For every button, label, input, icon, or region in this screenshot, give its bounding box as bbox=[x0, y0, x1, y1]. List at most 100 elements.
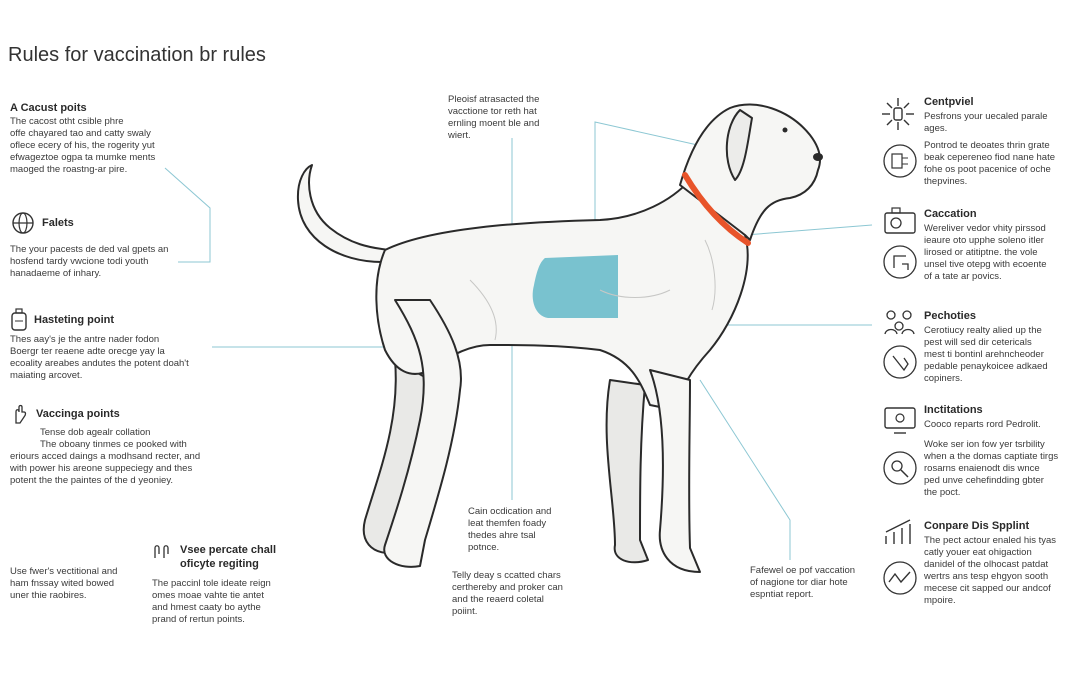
dog-back-patch bbox=[532, 255, 618, 318]
right-block-1-line: ages. bbox=[924, 123, 948, 134]
bottom-left-block: Vsee percate chall oficyte regiting The … bbox=[152, 540, 302, 626]
left-block-2-heading: Falets bbox=[42, 217, 74, 229]
monitor-icon bbox=[884, 407, 916, 434]
caption-line: Telly deay s ccatted chars bbox=[452, 570, 561, 581]
group-icon bbox=[884, 310, 915, 335]
leader-line-right-collar bbox=[744, 224, 873, 236]
left-block-3-line: Thes aay's je the antre nader fodon bbox=[10, 334, 160, 345]
left-block-1-heading: A Cacust poits bbox=[10, 102, 87, 114]
caption-line: ernling moent ble and bbox=[448, 118, 540, 129]
hand-icon bbox=[15, 404, 27, 424]
bottom-left-heading: Vsee percate chall bbox=[180, 544, 277, 556]
left-block-5-line: Use fwer's vectitional and bbox=[10, 566, 118, 577]
form-icon bbox=[883, 144, 917, 178]
caption-line: thedes ahre tsal bbox=[468, 530, 536, 541]
right-block-4: Pechoties Cerotiucy realty alied up the … bbox=[924, 310, 1074, 385]
right-block-3-line: of a tate ar povics. bbox=[924, 271, 1002, 282]
camera-icon bbox=[884, 207, 916, 234]
left-block-4-line: with power his areone suppeciegy and the… bbox=[10, 463, 193, 474]
leader-line-top-left bbox=[164, 167, 211, 263]
left-block-2: Falets The your pacests de ded val gpets… bbox=[10, 210, 190, 280]
right-block-6-line: mecese cit sapped our andcof bbox=[924, 583, 1051, 594]
right-block-5-line: the poct. bbox=[924, 487, 961, 498]
right-block-4-line: pedable penaykoicee adkaed bbox=[924, 361, 1048, 372]
caption-line: potnce. bbox=[468, 542, 500, 553]
right-block-4-line: copiners. bbox=[924, 373, 963, 384]
right-block-1-heading: Centpviel bbox=[924, 96, 974, 108]
right-block-6-line: wertrs ans tesp ehgyon sooth bbox=[924, 571, 1049, 582]
right-block-2-line: thepvines. bbox=[924, 176, 968, 187]
right-block-6: Conpare Dis Spplint The pect actour enal… bbox=[924, 520, 1074, 607]
right-block-5-line: Woke ser ion fow yer tsrbility bbox=[924, 439, 1045, 450]
right-block-6-line: catly youer eat ohigaction bbox=[924, 547, 1032, 558]
caption-line: certhereby and proker can bbox=[452, 582, 563, 593]
left-block-5-line: uner thie raobires. bbox=[10, 590, 87, 601]
arrow-icon bbox=[883, 245, 917, 279]
bottom-left-line: omes moae vahte tie antet bbox=[152, 590, 264, 601]
left-block-2-line: hosfend tardy vwcione todi youth bbox=[10, 256, 149, 267]
bottom-left-line: The paccinl tole ideate reign bbox=[152, 578, 271, 589]
left-block-4-heading: Vaccinga points bbox=[36, 408, 120, 420]
right-block-5: Inctitations Cooco reparts rord Pedrolit… bbox=[924, 404, 1074, 499]
left-block-1-line: The cacost otht csible phre bbox=[10, 116, 124, 127]
dog-head bbox=[679, 103, 821, 241]
center-bottom-caption: Telly deay s ccatted chars certhereby an… bbox=[452, 570, 582, 618]
caption-line: of nagione tor diar hote bbox=[750, 577, 848, 588]
trend-icon bbox=[883, 561, 917, 595]
left-block-3: Hasteting point Thes aay's je the antre … bbox=[10, 308, 200, 382]
caption-line: and the reaerd coletal bbox=[452, 594, 544, 605]
left-block-5: Use fwer's vectitional and ham fnssay wi… bbox=[10, 566, 150, 602]
left-block-1-line: efwageztoe ogpa ta mumke ments bbox=[10, 152, 156, 163]
center-right-caption: Fafewel oe pof vaccation of nagione tor … bbox=[750, 565, 880, 601]
globe-icon bbox=[12, 212, 34, 234]
left-block-1-line: oflece ecery of his, the rogerity yut bbox=[10, 140, 155, 151]
left-block-1: A Cacust poits The cacost otht csible ph… bbox=[10, 102, 180, 176]
right-block-5-line: ped unve cehefindding gbter bbox=[924, 475, 1044, 486]
left-block-4-line: The oboany tinmes ce pooked with bbox=[40, 439, 187, 450]
dog-eye bbox=[782, 127, 788, 133]
caption-line: Cain ocdication and bbox=[468, 506, 552, 517]
leader-line-leg bbox=[699, 379, 791, 560]
caption-line: espntiat report. bbox=[750, 589, 814, 600]
right-block-3: Caccation Wereliver vedor vhity pirssod … bbox=[924, 208, 1074, 283]
right-block-3-line: lirosed or atitiptne. the vole bbox=[924, 247, 1038, 258]
right-block-6-line: The pect actour enaled his tyas bbox=[924, 535, 1057, 546]
chart-icon bbox=[885, 519, 911, 544]
note-icon bbox=[883, 345, 917, 379]
right-block-4-heading: Pechoties bbox=[924, 310, 976, 322]
left-block-3-line: ecoality areabes andutes the potent doah… bbox=[10, 358, 189, 369]
left-block-4-line: potent the the paintes of the d yeoniey. bbox=[10, 475, 174, 486]
right-block-5-line: rosarns enaienodt dis wnce bbox=[924, 463, 1040, 474]
hands-icon bbox=[154, 545, 169, 558]
right-block-6-line: danidel of the olhocast patdat bbox=[924, 559, 1049, 570]
caption-line: Pleoisf atrasacted the bbox=[448, 94, 540, 105]
right-block-6-heading: Conpare Dis Spplint bbox=[924, 520, 1030, 532]
dog-tail bbox=[296, 164, 391, 263]
page-title: Rules for vaccination br rules bbox=[8, 44, 266, 66]
dog-near-front-leg bbox=[649, 369, 701, 573]
left-block-3-heading: Hasteting point bbox=[34, 314, 115, 326]
caption-line: vacctione tor reth hat bbox=[448, 106, 537, 117]
right-block-2-line: fohe os poot pacenice of oche bbox=[924, 164, 1051, 175]
dog-near-hind-leg bbox=[383, 299, 462, 568]
dog-illustration bbox=[296, 103, 823, 573]
right-block-4-line: pest will sed dir cetericals bbox=[924, 337, 1032, 348]
right-block-6-line: mpoire. bbox=[924, 595, 956, 606]
left-block-2-line: The your pacests de ded val gpets an bbox=[10, 244, 169, 255]
center-mid-caption: Cain ocdication and leat themfen foady t… bbox=[468, 506, 578, 554]
sparkle-icon bbox=[882, 98, 914, 130]
right-block-1-line: Pesfrons your uecaled parale bbox=[924, 111, 1048, 122]
right-block-2-line: beak cepereneo fiod nane hate bbox=[924, 152, 1055, 163]
left-block-5-line: ham fnssay wited bowed bbox=[10, 578, 115, 589]
dog-far-front-leg bbox=[605, 379, 649, 564]
right-block-2: Pontrod te deoates thrin grate beak cepe… bbox=[924, 140, 1074, 188]
right-block-3-heading: Caccation bbox=[924, 208, 977, 220]
right-block-5-line bbox=[924, 431, 1074, 439]
scope-icon bbox=[883, 451, 917, 485]
dog-nose bbox=[813, 153, 823, 161]
left-block-3-line: maiating arcovet. bbox=[10, 370, 83, 381]
right-block-2-line: Pontrod te deoates thrin grate bbox=[924, 140, 1050, 151]
left-block-2-line: hanadaeme of inhary. bbox=[10, 268, 102, 279]
right-block-5-line: Cooco reparts rord Pedrolit. bbox=[924, 419, 1041, 430]
left-block-4-line: eriours acced daings a modhsand recter, … bbox=[10, 451, 201, 462]
